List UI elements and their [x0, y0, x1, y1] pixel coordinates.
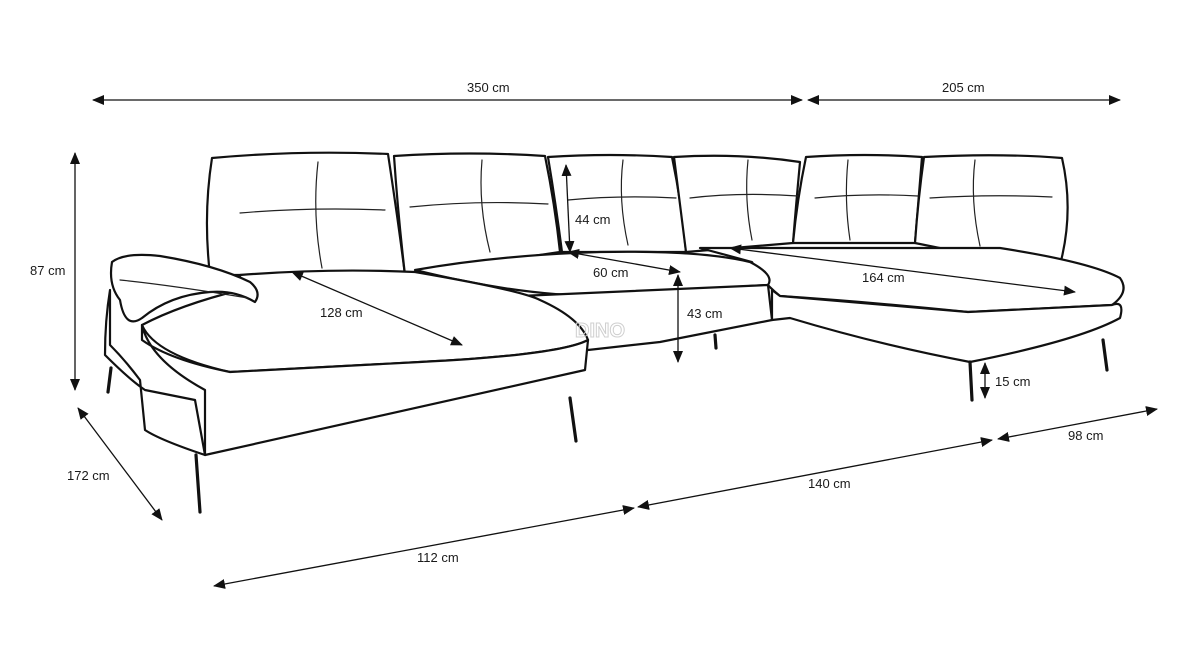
label-chaise-depth-right: 164 cm — [862, 270, 905, 285]
dimension-labels: 350 cm 205 cm 87 cm 172 cm 44 cm 60 cm 1… — [30, 80, 1103, 565]
label-front-middle: 140 cm — [808, 476, 851, 491]
label-front-right: 98 cm — [1068, 428, 1103, 443]
label-chaise-depth-left: 128 cm — [320, 305, 363, 320]
label-seat-height: 43 cm — [687, 306, 722, 321]
label-depth-left: 172 cm — [67, 468, 110, 483]
back-cushion-5 — [791, 153, 924, 245]
left-chaise-base — [140, 323, 590, 457]
back-cushion-6 — [913, 154, 1069, 274]
label-height: 87 cm — [30, 263, 65, 278]
sofa-legs — [106, 333, 1109, 514]
right-chaise-base — [770, 288, 1123, 364]
backrest-seams — [239, 159, 1053, 269]
label-right-section-width: 205 cm — [942, 80, 985, 95]
back-cushion-4 — [672, 154, 802, 254]
back-cushion-1 — [205, 151, 407, 277]
label-front-left: 112 cm — [417, 550, 459, 565]
label-backrest-height: 44 cm — [575, 212, 610, 227]
back-cushion-2 — [392, 152, 562, 277]
watermark-logo: DINO — [575, 320, 625, 342]
label-total-width: 350 cm — [467, 80, 510, 95]
dimension-lines — [70, 95, 1158, 589]
label-leg-height: 15 cm — [995, 374, 1030, 389]
left-chaise-side — [103, 288, 207, 457]
label-seat-depth: 60 cm — [593, 265, 628, 280]
